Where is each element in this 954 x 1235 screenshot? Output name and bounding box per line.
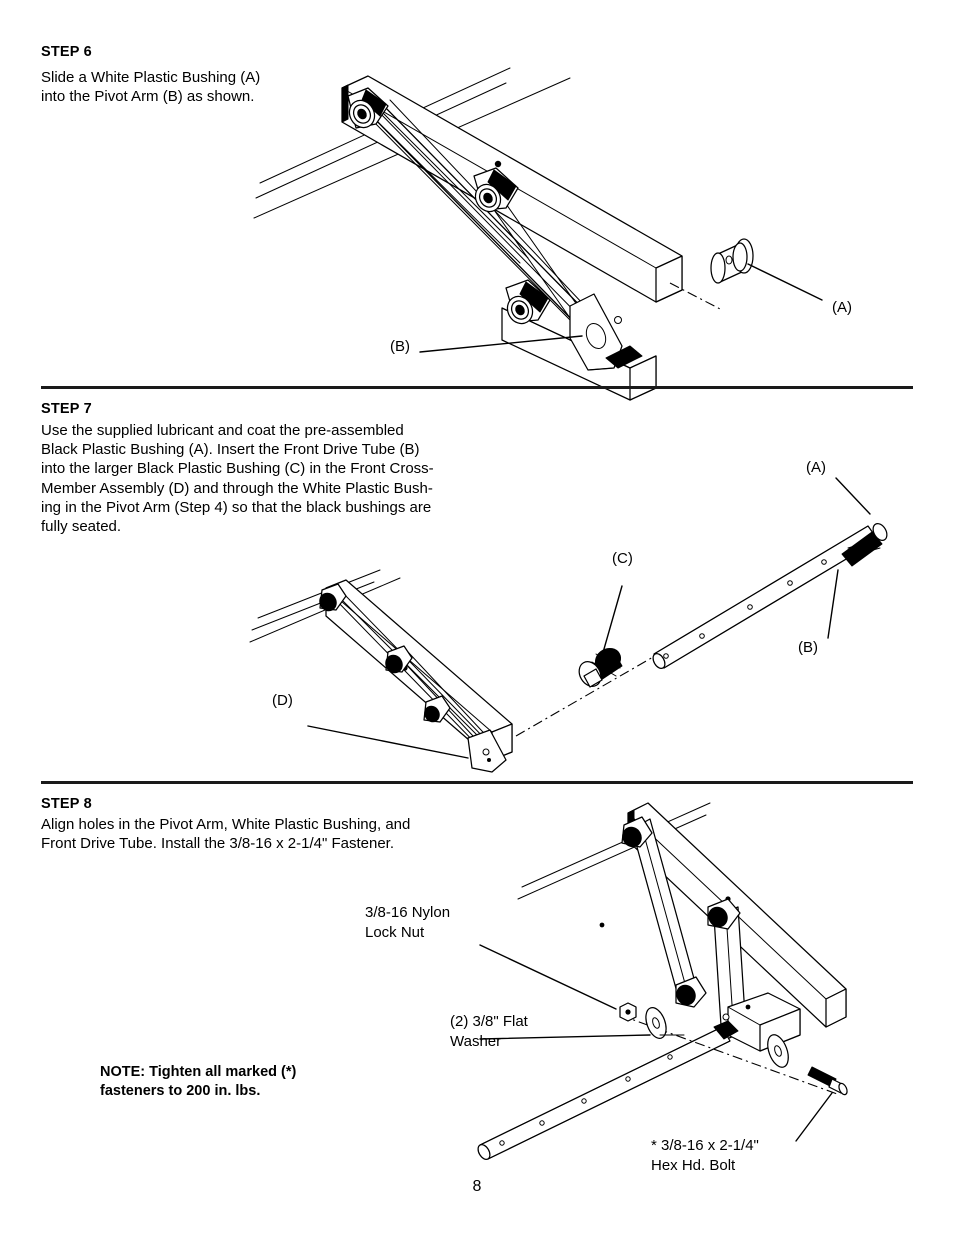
step-7-leader-a — [835, 477, 871, 515]
assembly-axis-line — [669, 282, 723, 311]
step-8-leader-flat-washer — [479, 1034, 651, 1040]
step-6-label-b: (B) — [390, 338, 410, 355]
step-6-leader-b — [419, 335, 583, 353]
post-top-bushing — [707, 898, 741, 930]
step-8-note: NOTE: Tighten all marked (*) fasteners t… — [100, 1064, 297, 1099]
front-drive-tube — [477, 1026, 731, 1160]
step-7-figure — [249, 477, 888, 773]
step-6-figure — [253, 67, 823, 401]
step-8-body: Align holes in the Pivot Arm, White Plas… — [41, 816, 411, 853]
step-8-heading: STEP 8 — [41, 796, 92, 812]
step-7-leader-b — [827, 569, 839, 639]
step-8-leader-hex-bolt — [795, 1092, 833, 1142]
angled-pivot-leg — [621, 816, 707, 1008]
leg-bottom-bushing — [675, 976, 707, 1008]
flat-washer-left — [645, 1007, 685, 1039]
step-8-label-lock-nut: 3/8-16 Nylon Lock Nut — [365, 904, 451, 941]
front-drive-tube — [652, 523, 888, 669]
step-6-heading: STEP 6 — [41, 44, 92, 60]
step-7-leader-d — [307, 725, 469, 759]
step-8-label-hex-bolt: * 3/8-16 x 2-1/4" Hex Hd. Bolt — [651, 1137, 759, 1174]
step-7-label-b: (B) — [798, 639, 818, 656]
black-plastic-bushing-c — [578, 647, 623, 688]
step-7-heading: STEP 7 — [41, 401, 92, 417]
step-7-body: Use the supplied lubricant and coat the … — [41, 422, 434, 536]
black-plastic-bushing-a — [841, 523, 888, 567]
cross-member-end-bracket — [467, 729, 507, 773]
cross-member-bushing-middle — [385, 645, 413, 674]
roller-bushing-middle — [473, 167, 519, 213]
cross-member-struts — [333, 591, 501, 759]
step-6-body: Slide a White Plastic Bushing (A) into t… — [41, 69, 261, 106]
front-cross-member-tube — [325, 579, 513, 761]
fastener-axis-line — [619, 1014, 841, 1096]
section-divider-2 — [41, 781, 913, 784]
step-7-label-c: (C) — [612, 550, 633, 567]
nylon-lock-nut — [619, 1002, 637, 1022]
step-8-label-flat-washer: (2) 3/8" Flat Washer — [450, 1013, 528, 1050]
joint-block — [713, 992, 801, 1052]
step-8-leader-lock-nut — [479, 944, 617, 1010]
roller-bushing-bottom — [505, 279, 551, 325]
section-divider-1 — [41, 386, 913, 389]
step-7-leader-c — [601, 585, 623, 657]
pivot-arm-end-bracket — [569, 293, 643, 371]
step-7-label-d: (D) — [272, 692, 293, 709]
white-plastic-bushing-part — [710, 238, 754, 284]
hex-head-bolt — [807, 1066, 848, 1096]
page-number: 8 — [472, 1178, 482, 1195]
roller-bushing-top — [347, 87, 389, 129]
cross-member-bushing-upper — [319, 583, 347, 612]
cross-member-bushing-lower — [423, 695, 451, 723]
step-8-figure — [477, 802, 848, 1160]
leg-top-bushing — [621, 816, 653, 848]
step-6-label-a: (A) — [832, 299, 852, 316]
flat-washer-right — [767, 1034, 789, 1068]
step-7-label-a: (A) — [806, 459, 826, 476]
step-6-leader-a — [747, 263, 823, 301]
secondary-strut — [367, 99, 603, 325]
